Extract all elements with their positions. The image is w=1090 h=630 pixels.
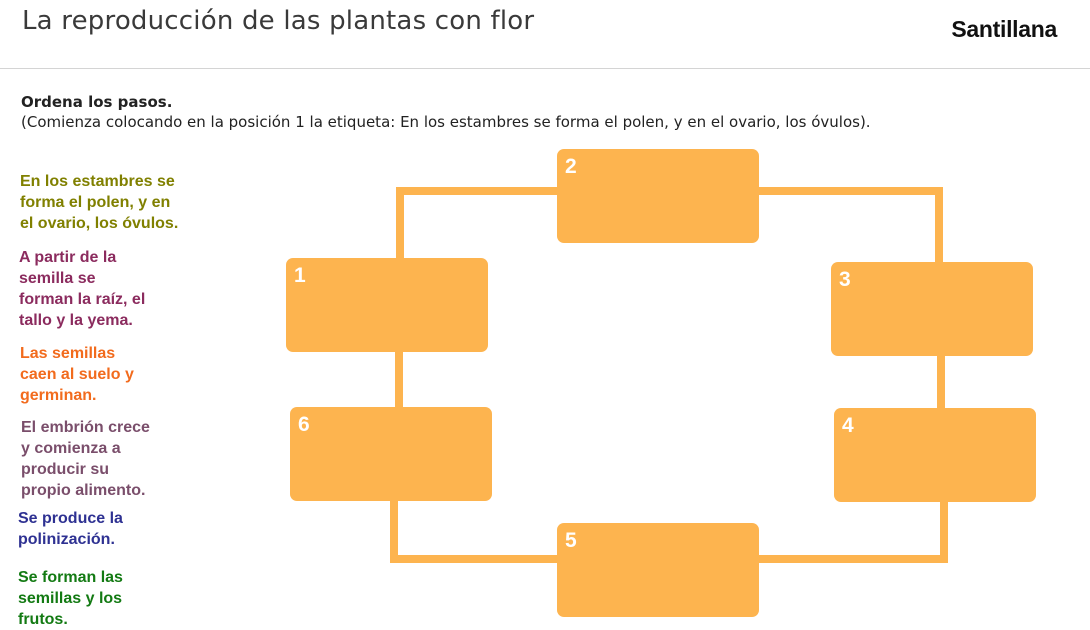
slot-number: 2	[565, 155, 577, 178]
instructions-title: Ordena los pasos.	[21, 93, 173, 111]
header: La reproducción de las plantas con flor …	[0, 0, 1090, 69]
label-polinizacion[interactable]: Se produce la polinización.	[18, 508, 123, 550]
label-line: Se forman las	[18, 569, 123, 586]
drop-slot-3[interactable]: 3	[831, 262, 1033, 356]
label-semillas-frutos[interactable]: Se forman las semillas y los frutos.	[18, 567, 123, 630]
label-line: y comienza a	[21, 440, 121, 457]
drop-slot-4[interactable]: 4	[834, 408, 1036, 502]
label-line: El embrión crece	[21, 419, 150, 436]
drop-slot-6[interactable]: 6	[290, 407, 492, 501]
label-line: tallo y la yema.	[19, 312, 133, 329]
slot-number: 5	[565, 529, 577, 552]
label-estambres-polen[interactable]: En los estambres se forma el polen, y en…	[20, 171, 178, 234]
label-line: Se produce la	[18, 510, 123, 527]
label-line: el ovario, los óvulos.	[20, 215, 179, 232]
label-semilla-raiz[interactable]: A partir de la semilla se forman la raíz…	[19, 247, 145, 331]
santillana-logo: Santillana	[951, 16, 1057, 42]
label-line: forma el polen, y en	[20, 194, 171, 211]
label-semillas-germinan[interactable]: Las semillas caen al suelo y germinan.	[20, 343, 134, 406]
label-line: propio alimento.	[21, 482, 146, 499]
label-line: semillas y los	[18, 590, 123, 607]
page-title: La reproducción de las plantas con flor	[22, 6, 535, 36]
drop-slot-2[interactable]: 2	[557, 149, 759, 243]
label-line: frutos.	[18, 611, 68, 628]
drop-slot-1[interactable]: 1	[286, 258, 488, 352]
label-line: semilla se	[19, 270, 96, 287]
label-line: caen al suelo y	[20, 366, 134, 383]
slot-number: 1	[294, 264, 306, 287]
label-line: producir su	[21, 461, 110, 478]
slot-number: 6	[298, 413, 310, 436]
label-line: forman la raíz, el	[19, 291, 146, 308]
label-line: Las semillas	[20, 345, 116, 362]
drop-slot-5[interactable]: 5	[557, 523, 759, 617]
instructions-text: (Comienza colocando en la posición 1 la …	[21, 113, 871, 131]
label-line: A partir de la	[19, 249, 117, 266]
label-line: En los estambres se	[20, 173, 175, 190]
slot-number: 4	[842, 414, 854, 437]
label-line: polinización.	[18, 531, 115, 548]
label-line: germinan.	[20, 387, 97, 404]
label-embrion-crece[interactable]: El embrión crece y comienza a producir s…	[21, 417, 150, 501]
slot-number: 3	[839, 268, 851, 291]
